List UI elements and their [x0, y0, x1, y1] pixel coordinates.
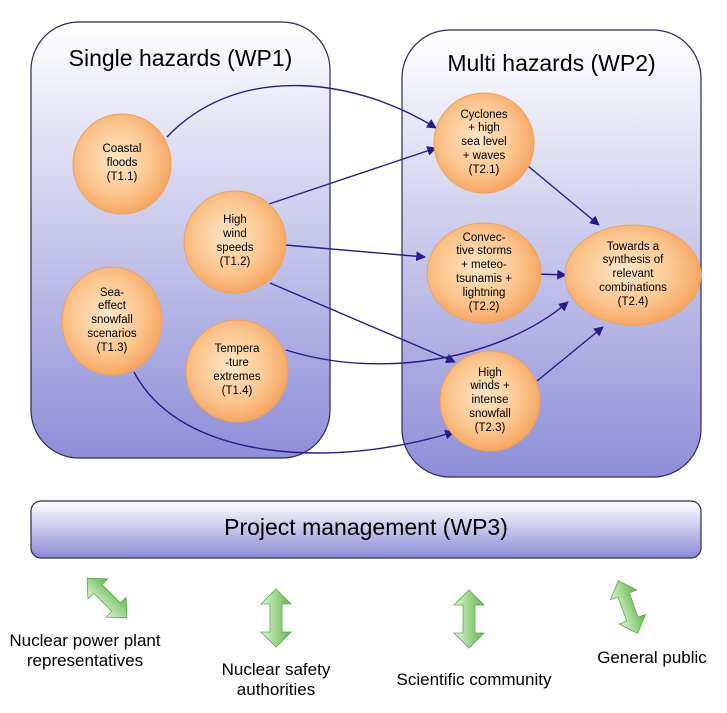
arrow-t12-t21	[265, 146, 437, 206]
arrow-t13-t23	[133, 371, 455, 454]
arrow-t12-t23	[269, 282, 456, 364]
arrow-t21-t24	[527, 165, 600, 226]
arrow-t12-t22	[284, 244, 426, 262]
arrow-t11-t21	[166, 84, 437, 138]
stakeholder-safety-authorities: Nuclear safety authorities	[221, 660, 331, 700]
multi-hazards-title: Multi hazards (WP2)	[447, 50, 656, 76]
node-t24	[564, 224, 702, 326]
project-management-bar	[30, 500, 702, 559]
node-t12	[183, 190, 287, 294]
arrow-t14-t24	[285, 301, 569, 365]
node-t13	[61, 266, 163, 376]
node-t14	[185, 319, 289, 423]
stakeholder-arrows	[86, 577, 647, 649]
node-t24-label: Towards a synthesis of relevant combinat…	[599, 240, 667, 308]
arrow-t22-t24	[536, 269, 567, 280]
node-t21	[433, 92, 535, 194]
stakeholder-scientific: Scientific community	[396, 670, 552, 689]
stakeholder-nuclear-plant: Nuclear power plant representatives	[9, 631, 161, 671]
node-t12-label: High wind speeds (T1.2)	[216, 214, 254, 268]
node-t23-label: High winds + intense snowfall (T2.3)	[469, 366, 511, 434]
connector-arrows	[133, 84, 604, 454]
double-arrow-icon-safety-authorities	[260, 588, 292, 648]
node-t22	[426, 222, 542, 324]
node-t11-label: Coastal floods (T1.1)	[102, 143, 142, 183]
node-t14-label: Tempera -ture extremes (T1.4)	[213, 343, 261, 397]
node-t11	[72, 113, 172, 215]
single-hazards-title: Single hazards (WP1)	[68, 45, 293, 71]
arrow-t23-t24	[536, 326, 604, 382]
node-t23	[439, 350, 541, 452]
node-t21-label: Cyclones + high sea level + waves (T2.1)	[460, 108, 508, 176]
node-t13-label: Sea- effect snowfall scenarios (T1.3)	[87, 286, 137, 354]
double-arrow-icon-scientific	[453, 589, 485, 649]
project-management-title: Project management (WP3)	[224, 514, 508, 540]
double-arrow-icon-nuclear-plant	[86, 577, 128, 619]
stakeholder-public: General public	[597, 648, 707, 667]
double-arrow-icon-public	[609, 580, 647, 634]
node-t22-label: Convec- tive storms + meteo- tsunamis + …	[456, 231, 512, 313]
